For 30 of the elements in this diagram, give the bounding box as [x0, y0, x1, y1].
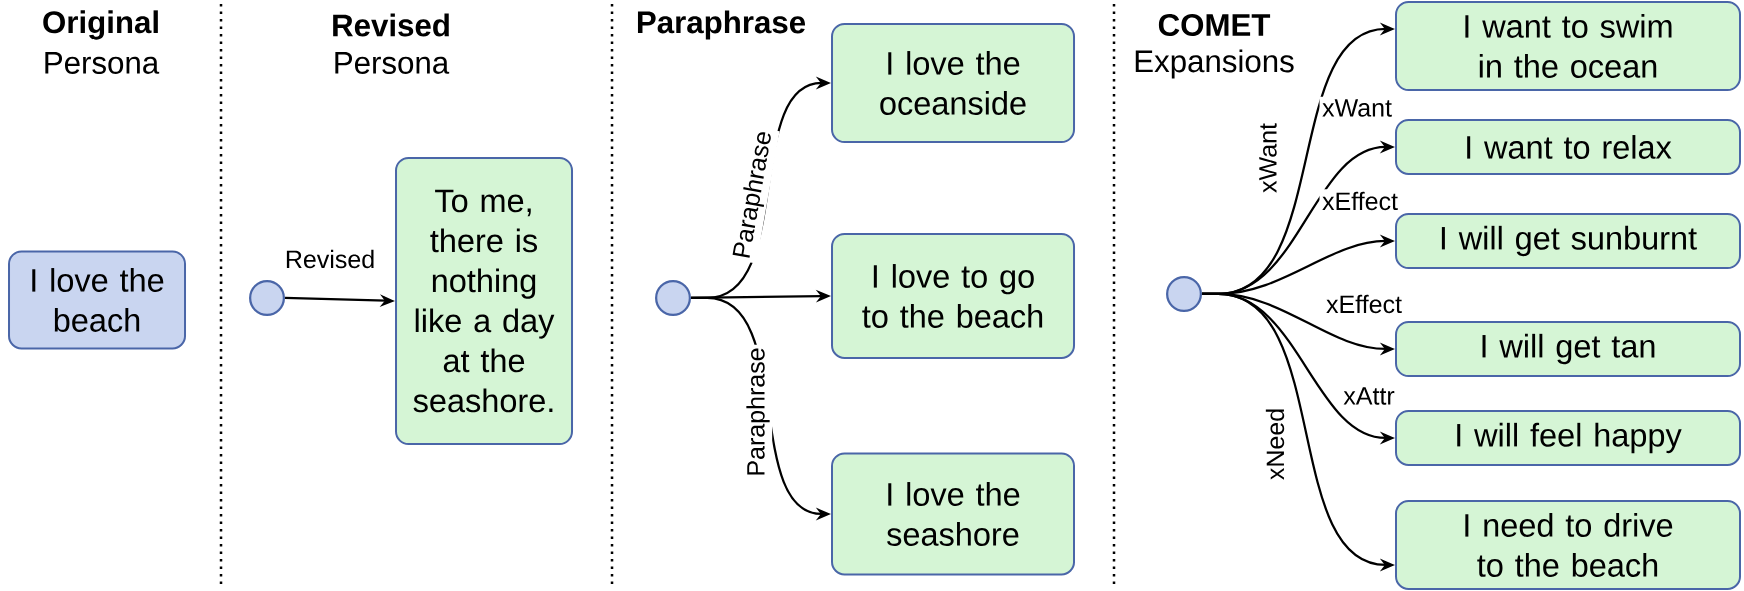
edge-label: xEffect [1319, 189, 1401, 213]
edge-label: xWant [1319, 96, 1395, 120]
column-heading: Original [43, 10, 158, 40]
column-heading: Revised [333, 13, 449, 37]
column-subheading: Persona [335, 52, 450, 74]
edge-label: xWant [1256, 120, 1280, 196]
persona-box: I love the beach [8, 250, 186, 350]
start-circle [1166, 276, 1202, 312]
sentence-box: I need to drive to the beach [1395, 500, 1741, 590]
edge-label: Revised [282, 247, 378, 271]
edge-label: xAttr [1340, 384, 1398, 408]
edge-label: Paraphrase [743, 344, 773, 480]
sentence-box: I love the oceanside [831, 23, 1075, 143]
column-subheading: Expansions [1135, 49, 1294, 79]
sentence-box: I love to go to the beach [831, 233, 1075, 359]
sentence-box: To me, there is nothing like a day at the seashore. [395, 157, 573, 445]
sentence-box: I will get sunburnt [1395, 213, 1741, 269]
column-heading: Paraphrase [637, 10, 806, 40]
sentence-box: I will feel happy [1395, 410, 1741, 466]
sentence-box: I will get tan [1395, 321, 1741, 377]
edge-label: xNeed [1263, 405, 1287, 483]
edge-label: Paraphrase [728, 126, 780, 264]
sentence-box: I want to relax [1395, 119, 1741, 175]
start-circle [249, 280, 285, 316]
edge-label: xEffect [1323, 292, 1405, 316]
start-circle [655, 280, 691, 316]
column-heading: COMET [1158, 13, 1271, 37]
sentence-box: I love the seashore [831, 452, 1075, 576]
sentence-box: I want to swim in the ocean [1395, 1, 1741, 91]
column-subheading: Persona [45, 52, 160, 74]
